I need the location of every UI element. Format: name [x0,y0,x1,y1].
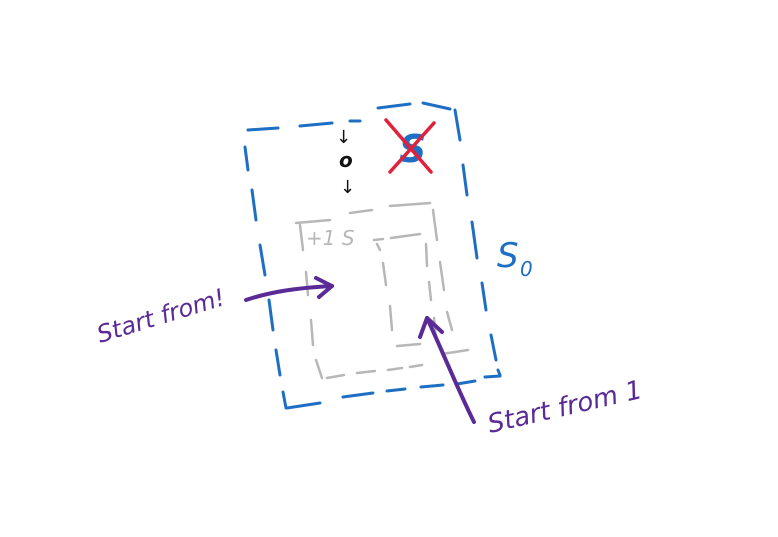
annotation-left-text: Start from! [94,283,229,348]
inner-box-top-edge [294,201,432,225]
left-arrow-head-icon [314,276,334,299]
outer-box-subscript: 0 [520,257,533,281]
outer-box-bottom-edge [285,374,502,410]
left-stack-middle: o [339,148,353,172]
inner-box-label: +1 S [306,226,355,250]
crossed-symbol-group: S [384,118,436,174]
left-stack-bottom: ↓ [340,177,355,198]
innermost-box [372,232,438,348]
inner-box-bottom-edge [325,348,470,380]
annotation-right-text: Start from 1 [485,375,645,440]
right-arrow-shaft [425,316,476,424]
left-arrow-shaft [244,284,334,302]
left-stack-top: ↓ [336,127,351,148]
outer-box-left-edge [243,145,288,410]
outer-box [243,101,502,410]
right-annotation: Start from 1 [418,316,645,440]
inner-box-right-edge [431,208,454,332]
right-arrow-head-icon [418,316,444,339]
innermost-box-outline [372,232,438,348]
outer-box-label: S [497,236,519,276]
outer-box-label-group: S 0 [497,236,533,281]
inner-box [294,201,470,380]
outer-box-top-edge [246,101,452,132]
left-stack: ↓ o ↓ [336,127,355,198]
outer-box-right-edge [453,108,502,377]
inner-box-left-edge [298,223,324,380]
cross-mark-icon [384,118,436,174]
left-annotation: Start from! [94,276,334,349]
